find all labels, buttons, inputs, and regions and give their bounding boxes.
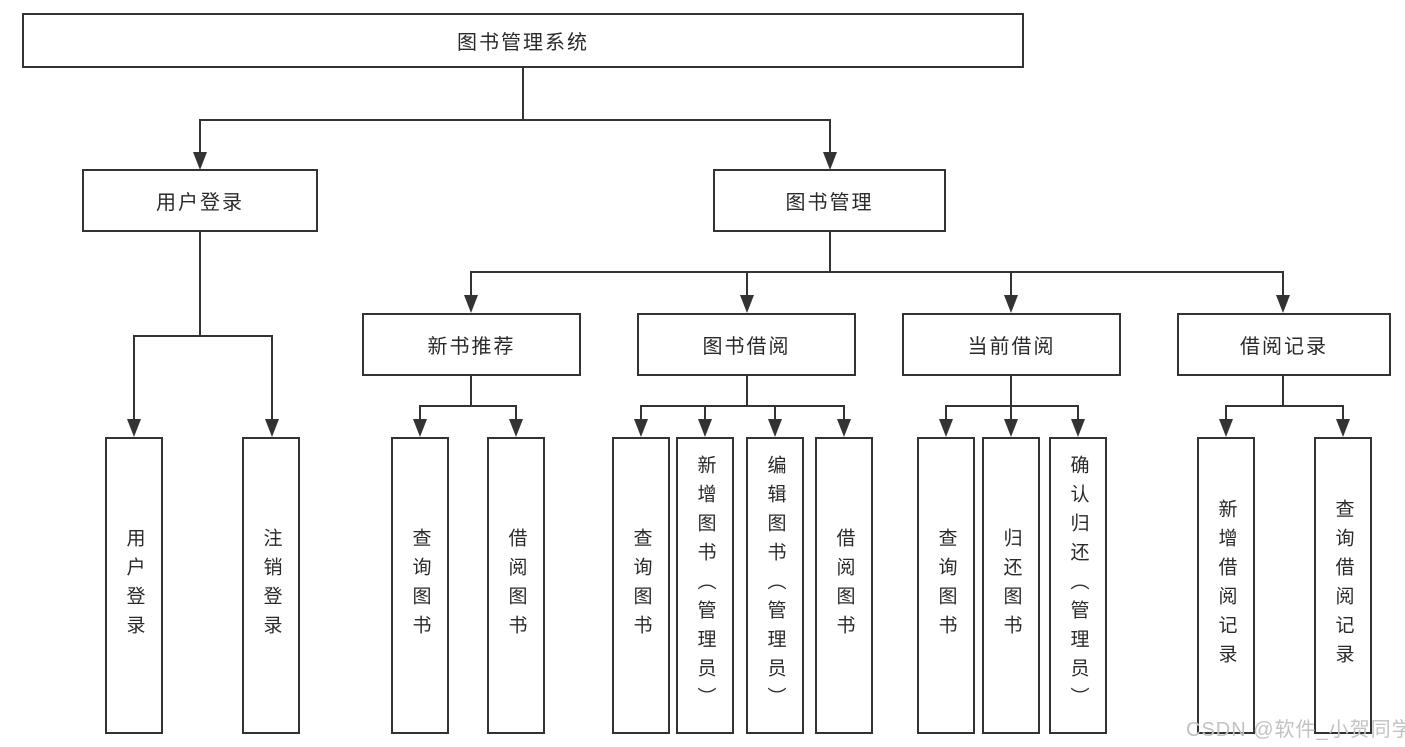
- leaf-label: 新增借阅记录: [1215, 498, 1237, 673]
- connector-hline: [639, 404, 846, 408]
- leaf-query-books-recommendation: 查询图书: [391, 437, 449, 734]
- connector-vline: [514, 406, 518, 421]
- leaf-edit-books-admin: 编辑图书（管理员）: [746, 437, 804, 734]
- arrowhead-down-icon: [464, 295, 478, 313]
- connector-vline: [1009, 406, 1013, 421]
- connector-vline: [521, 68, 525, 120]
- leaf-confirm-return-admin: 确认归还（管理员）: [1049, 437, 1107, 734]
- leaf-label: 编辑图书（管理员）: [764, 455, 786, 716]
- node-book-management: 图书管理: [713, 169, 946, 232]
- node-label: 图书管理系统: [457, 32, 589, 54]
- node-label: 新书推荐: [427, 336, 516, 358]
- leaf-label: 借阅图书: [505, 527, 527, 644]
- connector-vline: [1281, 376, 1285, 407]
- arrowhead-down-icon: [634, 419, 648, 437]
- connector-hline: [198, 118, 832, 122]
- arrowhead-down-icon: [768, 419, 782, 437]
- connector-vline: [944, 406, 948, 421]
- connector-vline: [1009, 376, 1013, 407]
- connector-vline: [198, 232, 202, 337]
- watermark: CSDN @软件_小贺同学: [1186, 719, 1405, 741]
- leaf-return-books: 归还图书: [982, 437, 1040, 734]
- arrowhead-down-icon: [837, 419, 851, 437]
- node-label: 图书借阅: [702, 336, 791, 358]
- connector-vline: [842, 406, 846, 421]
- leaf-label: 归还图书: [1000, 527, 1022, 644]
- arrowhead-down-icon: [127, 419, 141, 437]
- leaf-borrow-books-recommendation: 借阅图书: [487, 437, 545, 734]
- arrowhead-down-icon: [740, 295, 754, 313]
- leaf-label: 借阅图书: [833, 527, 855, 644]
- connector-hline: [132, 334, 274, 338]
- leaf-add-borrow-record: 新增借阅记录: [1197, 437, 1255, 734]
- connector-hline: [1224, 404, 1345, 408]
- leaf-label: 注销登录: [260, 527, 282, 644]
- connector-vline: [469, 272, 473, 298]
- connector-vline: [1341, 406, 1345, 421]
- node-book-borrowing: 图书借阅: [637, 313, 856, 376]
- node-label: 当前借阅: [967, 336, 1056, 358]
- node-current-borrowing: 当前借阅: [902, 313, 1121, 376]
- arrowhead-down-icon: [509, 419, 523, 437]
- leaf-label: 新增图书（管理员）: [694, 455, 716, 716]
- leaf-label: 查询图书: [630, 527, 652, 644]
- leaf-label: 查询图书: [409, 527, 431, 644]
- connector-hline: [418, 404, 518, 408]
- leaf-label: 用户登录: [123, 527, 145, 644]
- arrowhead-down-icon: [1071, 419, 1085, 437]
- connector-vline: [1224, 406, 1228, 421]
- arrowhead-down-icon: [193, 152, 207, 170]
- connector-vline: [703, 406, 707, 421]
- arrowhead-down-icon: [1336, 419, 1350, 437]
- arrowhead-down-icon: [1004, 419, 1018, 437]
- connector-vline: [198, 120, 202, 154]
- leaf-add-books-admin: 新增图书（管理员）: [676, 437, 734, 734]
- leaf-query-books-borrowing: 查询图书: [612, 437, 670, 734]
- leaf-borrow-books-borrowing: 借阅图书: [815, 437, 873, 734]
- connector-vline: [270, 336, 274, 421]
- node-new-book-recommendation: 新书推荐: [362, 313, 581, 376]
- connector-vline: [639, 406, 643, 421]
- arrowhead-down-icon: [1276, 295, 1290, 313]
- node-library-management-system: 图书管理系统: [22, 13, 1024, 68]
- connector-vline: [745, 376, 749, 407]
- connector-vline: [1009, 272, 1013, 298]
- arrowhead-down-icon: [265, 419, 279, 437]
- connector-vline: [745, 272, 749, 298]
- arrowhead-down-icon: [698, 419, 712, 437]
- connector-vline: [469, 376, 473, 407]
- connector-vline: [1076, 406, 1080, 421]
- connector-vline: [828, 232, 832, 273]
- connector-vline: [828, 120, 832, 154]
- node-label: 借阅记录: [1240, 336, 1328, 358]
- node-borrowing-records: 借阅记录: [1177, 313, 1391, 376]
- node-label: 图书管理: [785, 192, 874, 214]
- node-label: 用户登录: [156, 192, 244, 214]
- arrowhead-down-icon: [413, 419, 427, 437]
- arrowhead-down-icon: [1004, 295, 1018, 313]
- leaf-logout: 注销登录: [242, 437, 300, 734]
- connector-vline: [418, 406, 422, 421]
- connector-vline: [132, 336, 136, 421]
- leaf-label: 查询图书: [935, 527, 957, 644]
- arrowhead-down-icon: [823, 152, 837, 170]
- leaf-query-borrow-record: 查询借阅记录: [1314, 437, 1372, 734]
- leaf-user-login: 用户登录: [105, 437, 163, 734]
- arrowhead-down-icon: [1219, 419, 1233, 437]
- connector-hline: [469, 270, 1285, 274]
- leaf-query-books-current: 查询图书: [917, 437, 975, 734]
- node-user-login: 用户登录: [82, 169, 318, 232]
- leaf-label: 查询借阅记录: [1332, 498, 1354, 673]
- connector-vline: [773, 406, 777, 421]
- leaf-label: 确认归还（管理员）: [1067, 455, 1089, 716]
- arrowhead-down-icon: [939, 419, 953, 437]
- connector-vline: [1281, 272, 1285, 298]
